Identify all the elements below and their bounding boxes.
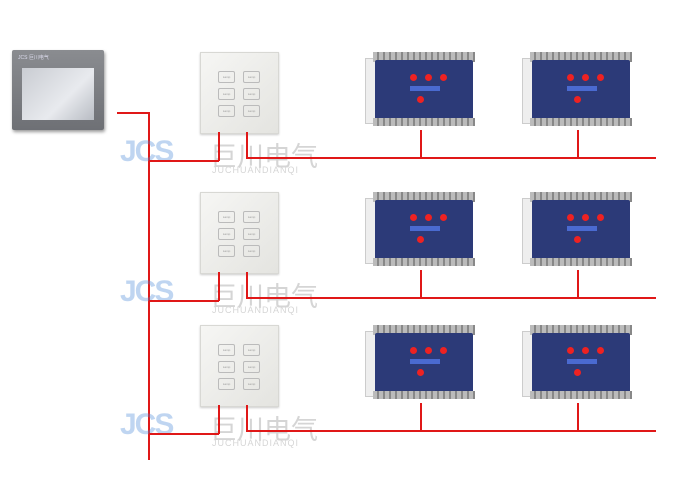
watermark-pinyin: JUCHUANDIANQI (212, 165, 300, 175)
watermark-pinyin: JUCHUANDIANQI (212, 305, 300, 315)
relay-module (365, 321, 475, 403)
keypad-button[interactable]: Lamp (243, 245, 260, 257)
module-wire (577, 403, 579, 431)
module-wire (420, 270, 422, 298)
module-wire (420, 403, 422, 431)
bus-wire-vertical (148, 112, 150, 460)
keypad-wire (218, 272, 220, 301)
keypad-button[interactable]: Lamp (218, 378, 235, 390)
keypad-button[interactable]: Lamp (218, 344, 235, 356)
keypad-wire (246, 405, 248, 431)
module-wire (577, 130, 579, 158)
keypad-button[interactable]: Lamp (243, 71, 260, 83)
keypad-button[interactable]: Lamp (218, 71, 235, 83)
keypad-button[interactable]: Lamp (243, 105, 260, 117)
keypad-button[interactable]: Lamp (243, 88, 260, 100)
keypad-wire (149, 433, 219, 435)
keypad-button[interactable]: Lamp (243, 378, 260, 390)
watermark-pinyin: JUCHUANDIANQI (212, 438, 300, 448)
keypad-wire (246, 272, 248, 298)
module-wire (577, 270, 579, 298)
row-bus-wire (246, 157, 656, 159)
keypad-button[interactable]: Lamp (243, 228, 260, 240)
keypad-button[interactable]: Lamp (218, 361, 235, 373)
panel-brand: JCS 巨川电气 (18, 55, 49, 61)
watermark-logo: JCS (120, 275, 174, 308)
keypad-button[interactable]: Lamp (243, 211, 260, 223)
relay-module (522, 321, 632, 403)
keypad-wire (149, 300, 219, 302)
keypad-wire (246, 132, 248, 158)
row-bus-wire (246, 430, 656, 432)
keypad-button[interactable]: Lamp (218, 228, 235, 240)
keypad-button[interactable]: Lamp (243, 344, 260, 356)
panel-screen (22, 68, 94, 120)
keypad-button[interactable]: Lamp (218, 88, 235, 100)
module-wire (420, 130, 422, 158)
keypad-wire (218, 132, 220, 161)
watermark-logo: JCS (120, 408, 174, 441)
relay-module (522, 188, 632, 270)
keypad-button[interactable]: Lamp (218, 245, 235, 257)
touch-screen-panel: JCS 巨川电气 (12, 50, 104, 130)
keypad-wire (149, 160, 219, 162)
watermark-logo: JCS (120, 135, 174, 168)
keypad-button[interactable]: Lamp (243, 361, 260, 373)
keypad-button[interactable]: Lamp (218, 211, 235, 223)
bus-wire (117, 112, 150, 114)
keypad-wire (218, 405, 220, 434)
relay-module (522, 48, 632, 130)
row-bus-wire (246, 297, 656, 299)
relay-module (365, 48, 475, 130)
relay-module (365, 188, 475, 270)
keypad-button[interactable]: Lamp (218, 105, 235, 117)
